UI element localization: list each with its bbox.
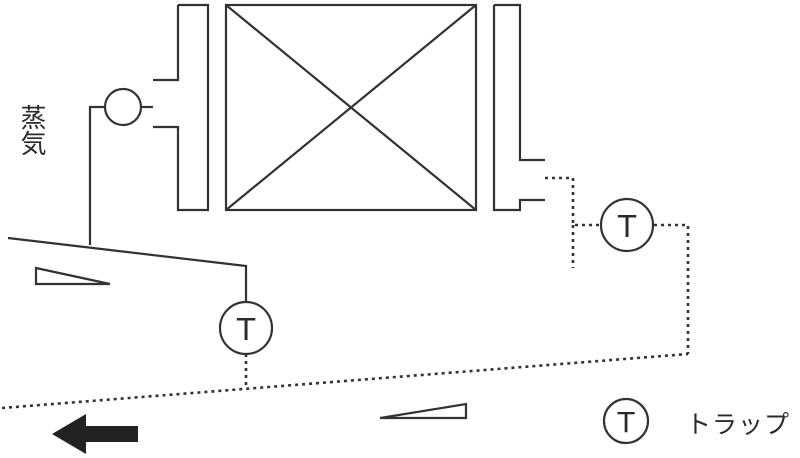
legend-trap-label: トラップ: [686, 410, 791, 439]
condensate-return-line: [1, 352, 689, 410]
sloped-main-line: [7, 236, 248, 302]
valve-circle-icon: [103, 87, 143, 127]
right-trap-outlet: [654, 223, 690, 354]
right-trap-inlet: [545, 176, 600, 227]
legend-trap-icon: [602, 397, 650, 445]
steam-label: 蒸気: [16, 104, 46, 156]
left-arrow-icon: [52, 414, 138, 454]
steam-inlet-pipe: [88, 105, 105, 245]
trap-bottom-symbol: T: [236, 313, 256, 348]
left-header-plate: [153, 3, 210, 212]
heat-exchanger-cross-b: [225, 4, 477, 211]
slope-wedge-icon: [34, 266, 111, 286]
right-header-plate: [492, 3, 545, 212]
slope-wedge-icon: [379, 402, 468, 420]
trap-right: [599, 197, 655, 253]
heat-exchanger-box: [224, 3, 478, 212]
trap-right-symbol: T: [617, 210, 637, 245]
legend-trap-symbol: T: [616, 406, 635, 439]
